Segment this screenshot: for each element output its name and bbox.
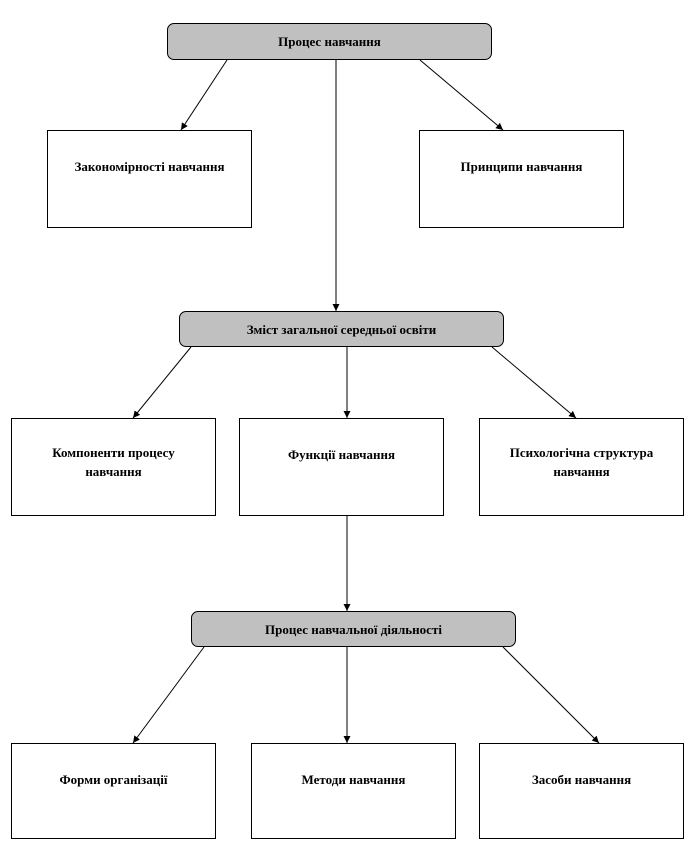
node-means: Засоби навчання (479, 743, 684, 839)
node-learning-process-label: Процес навчання (278, 34, 381, 49)
node-forms: Форми організації (11, 743, 216, 839)
node-principles: Принципи навчання (419, 130, 624, 228)
node-functions-label: Функції навчання (288, 447, 395, 462)
node-components: Компоненти процесу навчання (11, 418, 216, 516)
arrow-process-to-regularities (180, 59, 228, 131)
arrow-activity-to-forms (132, 646, 205, 744)
node-components-label: Компоненти процесу навчання (52, 445, 175, 479)
node-activity-process: Процес навчальної діяльності (191, 611, 516, 647)
node-means-label: Засоби навчання (531, 772, 632, 787)
node-methods-label: Методи навчання (301, 772, 406, 787)
arrow-content-to-components (132, 346, 192, 419)
node-forms-label: Форми організації (59, 772, 168, 787)
arrow-process-to-principles (419, 59, 504, 131)
node-content-label: Зміст загальної середньої освіти (246, 321, 437, 337)
node-learning-process: Процес навчання (167, 23, 492, 60)
node-regularities: Закономірності навчання (47, 130, 252, 228)
node-regularities-label: Закономірності навчання (74, 159, 225, 174)
node-activity-process-label: Процес навчальної діяльності (265, 621, 442, 637)
node-content: Зміст загальної середньої освіти (179, 311, 504, 347)
node-psych-structure: Психологічна структура навчання (479, 418, 684, 516)
node-principles-label: Принципи навчання (460, 159, 583, 174)
arrow-activity-to-means (502, 646, 600, 744)
node-functions: Функції навчання (239, 418, 444, 516)
node-psych-structure-label: Психологічна структура навчання (509, 445, 654, 479)
arrow-content-to-psych-structure (491, 346, 577, 419)
node-methods: Методи навчання (251, 743, 456, 839)
